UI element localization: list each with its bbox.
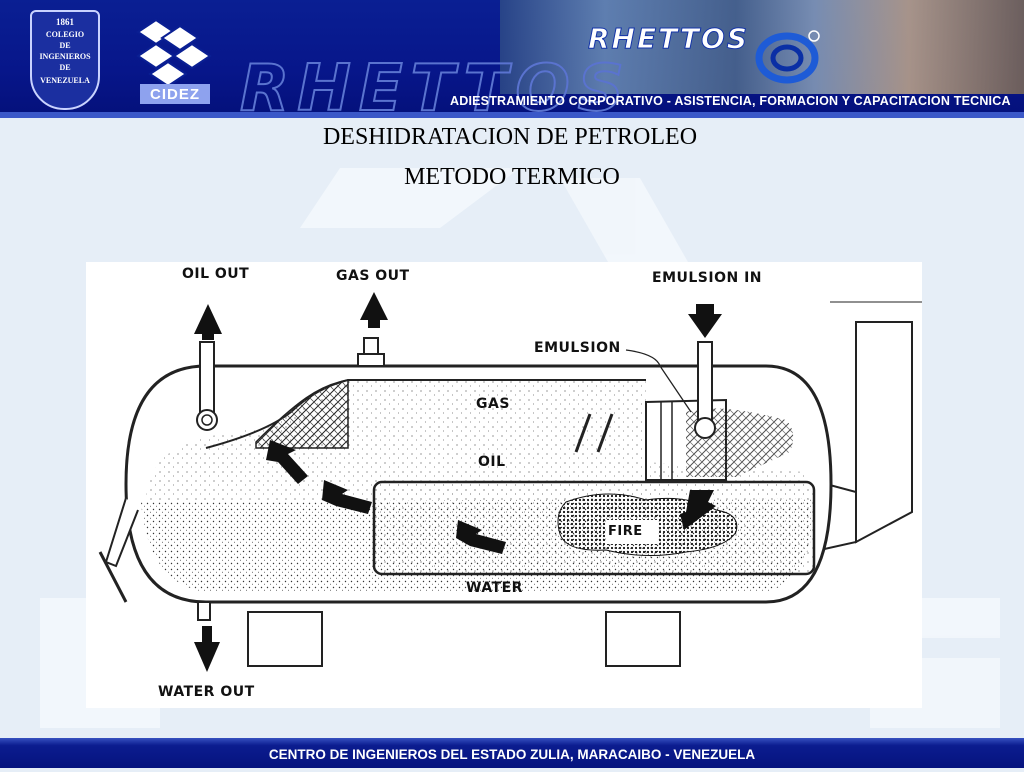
water-out-arrow xyxy=(194,642,220,672)
label-oil: OIL xyxy=(478,454,506,470)
oil-out-arrow xyxy=(194,304,222,340)
right-support-leg xyxy=(605,611,681,667)
page-title: DESHIDRATACION DE PETROLEO xyxy=(322,124,698,150)
cidez-label: CIDEZ xyxy=(150,86,200,103)
header-tagline: ADIESTRAMIENTO CORPORATIVO - ASISTENCIA,… xyxy=(450,94,1011,108)
label-water-out: WATER OUT xyxy=(158,684,255,700)
manway-flange xyxy=(104,497,139,568)
label-gas-out: GAS OUT xyxy=(336,268,410,284)
header-stripe xyxy=(0,112,1024,118)
exhaust-stack xyxy=(855,321,913,544)
flow-arrow-3 xyxy=(456,520,506,554)
emulsion-in-arrow xyxy=(688,304,722,338)
coalescing-pack xyxy=(255,379,349,449)
header-watermark: RHETTOS xyxy=(239,51,632,118)
rhettos-swirl-icon xyxy=(755,30,820,84)
emulsion-in-pipe xyxy=(697,341,713,425)
gas-out-arrow xyxy=(360,292,388,328)
heater-treater-diagram: OIL OUT GAS OUT EMULSION IN EMULSION GAS… xyxy=(86,262,922,708)
flow-arrow-1 xyxy=(266,440,308,484)
oil-out-pipe xyxy=(199,341,215,417)
label-fire: FIRE xyxy=(608,524,643,539)
colegio-ingenieros-seal: 1861 COLEGIO DE INGENIEROS DE VENEZUELA xyxy=(30,10,100,110)
label-oil-out: OIL OUT xyxy=(182,266,250,282)
header-banner: RHETTOS 1861 COLEGIO DE INGENIEROS DE VE… xyxy=(0,0,1024,118)
vessel-drawing xyxy=(98,292,922,672)
page-subtitle: METODO TERMICO xyxy=(404,164,620,190)
flow-arrow-2 xyxy=(322,480,372,514)
label-water: WATER xyxy=(466,580,523,596)
footer-bar: CENTRO DE INGENIEROS DEL ESTADO ZULIA, M… xyxy=(0,738,1024,768)
cidez-logo-icon xyxy=(136,18,212,104)
flow-arrow-4 xyxy=(680,490,716,530)
rhettos-brand: RHETTOS xyxy=(588,22,749,56)
left-support-leg xyxy=(247,611,323,667)
water-out-nozzle xyxy=(197,601,211,621)
label-emulsion: EMULSION xyxy=(534,340,621,356)
flow-arrows xyxy=(194,292,722,672)
label-emulsion-in: EMULSION IN xyxy=(652,270,762,286)
label-gas: GAS xyxy=(476,396,510,412)
